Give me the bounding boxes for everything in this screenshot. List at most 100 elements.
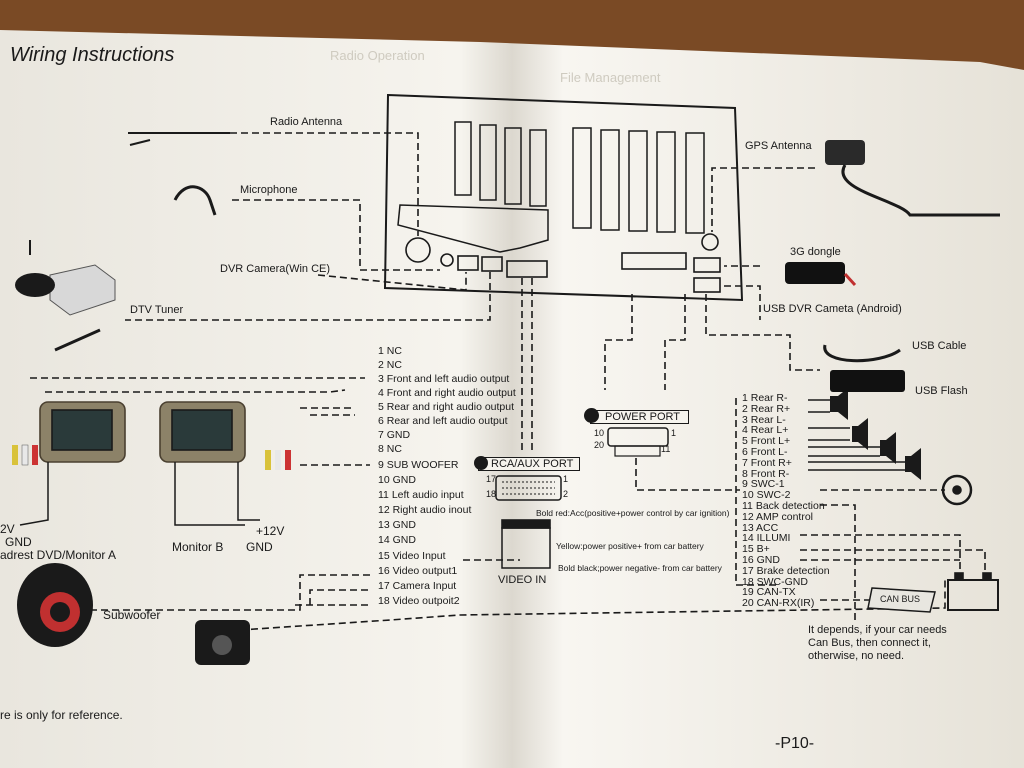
power-pin: 2 Rear R+ xyxy=(742,402,791,415)
power-pin: 14 ILLUMI xyxy=(742,532,791,545)
power-pin-10-label: 10 xyxy=(594,428,605,438)
rca-pin-17-label: 17 xyxy=(486,474,497,484)
gps-antenna-label: GPS Antenna xyxy=(745,140,812,152)
rca-pin: 4 Front and right audio output xyxy=(378,387,516,399)
dtv-tuner-icon xyxy=(49,264,116,316)
antenna-jack xyxy=(405,237,431,263)
power-pin: 20 CAN-RX(IR) xyxy=(742,597,815,610)
power-pin-11-label: 11 xyxy=(661,444,671,454)
footer-note: re is only for reference. xyxy=(0,708,123,722)
faint-heading: Radio Operation xyxy=(330,48,425,63)
head-unit-panel xyxy=(383,93,744,302)
rca-port-connector xyxy=(495,475,562,501)
power-note-1: Bold red:Acc(positive+power control by c… xyxy=(536,508,730,518)
usb-flash-icon xyxy=(830,370,905,392)
rca-pin: 2 NC xyxy=(378,359,402,371)
power-pin: 6 Front L- xyxy=(742,445,788,458)
power-pin: 19 CAN-TX xyxy=(742,586,796,599)
page-title: Wiring Instructions xyxy=(10,44,175,66)
connector-2 xyxy=(481,256,503,272)
rca-pin: 18 Video outpoit2 xyxy=(378,595,460,607)
power-pin: 7 Front R+ xyxy=(742,456,792,469)
usb-dvr-label: USB DVR Cameta (Android) xyxy=(763,303,902,315)
power-pin: 18 SWC-GND xyxy=(742,575,808,588)
usb-flash-label: USB Flash xyxy=(915,385,968,397)
power-pin: 3 Rear L- xyxy=(742,413,786,426)
radio-antenna-label: Radio Antenna xyxy=(270,116,343,128)
power-pin: 11 Back detection xyxy=(742,499,825,512)
rca-pin: 11 Left audio input xyxy=(378,489,464,501)
gps-antenna-icon xyxy=(825,140,865,165)
radio-antenna-cable xyxy=(128,132,230,146)
page-number: -P10- xyxy=(775,735,815,752)
rca-pin: 12 Right audio inout xyxy=(378,504,472,516)
power-note-3: Bold black;power negative- from car batt… xyxy=(558,563,722,573)
power-pin: 8 Front R- xyxy=(742,467,790,480)
rca-pin: 9 SUB WOOFER xyxy=(378,459,459,471)
mic-jack xyxy=(440,253,454,267)
microphone-label: Microphone xyxy=(240,184,298,196)
power-pin: 9 SWC-1 xyxy=(742,478,785,491)
rca-pin: 15 Video Input xyxy=(378,550,446,562)
power-note-2: Yellow:power positive+ from car battery xyxy=(556,541,704,551)
rca-pin: 8 NC xyxy=(378,443,402,455)
rca-pin-18-label: 18 xyxy=(486,489,497,499)
connector-1 xyxy=(457,255,479,271)
monitor-b-12v-label: +12V xyxy=(256,524,285,538)
power-pin: 15 B+ xyxy=(742,543,770,556)
power-pin: 16 GND xyxy=(742,553,780,566)
monitor-a-gnd-label: GND xyxy=(5,535,32,549)
usb-cable-icon xyxy=(823,344,901,363)
monitor-b-label: Monitor B xyxy=(172,540,224,554)
rca-pin-1-label: 1 xyxy=(563,474,569,484)
rca-port-dot xyxy=(474,456,488,470)
usb-cable-label: USB Cable xyxy=(912,340,967,352)
dongle-label: 3G dongle xyxy=(790,246,841,258)
power-port-dot xyxy=(584,408,599,423)
power-pin: 13 ACC xyxy=(742,521,779,534)
rca-plugs-a xyxy=(12,444,38,466)
rca-pin-2-label: 2 xyxy=(563,489,569,499)
power-pin-list: 1 Rear R- 2 Rear R+ 3 Rear L- 4 Rear L+ … xyxy=(742,393,830,609)
usb-port-1 xyxy=(693,257,721,273)
power-port-connector xyxy=(607,427,669,447)
rca-pin-list: 1 NC 2 NC 3 Front and left audio output … xyxy=(378,344,516,608)
power-pin: 10 SWC-2 xyxy=(742,489,791,502)
rca-pin: 16 Video output1 xyxy=(378,565,458,577)
monitor-b-gnd-label: GND xyxy=(246,540,273,554)
microphone-icon xyxy=(173,185,217,216)
faint-heading-2: File Management xyxy=(560,70,661,85)
can-bus-box xyxy=(867,587,936,613)
rca-pin: 6 Rear and left audio output xyxy=(378,415,508,427)
heatsink-fins xyxy=(454,121,705,234)
power-port-title: POWER PORT xyxy=(590,410,689,424)
usb-port-2 xyxy=(693,277,721,293)
dtv-tuner-label: DTV Tuner xyxy=(130,304,184,316)
speaker-icons xyxy=(830,388,921,480)
dvr-camera-label: DVR Camera(Win CE) xyxy=(220,263,331,275)
rca-pin: 7 GND xyxy=(378,429,411,441)
subwoofer-label: Subwoofer xyxy=(103,608,161,622)
power-pin: 17 Brake detection xyxy=(742,564,830,577)
rca-pin: 1 NC xyxy=(378,345,402,357)
can-bus-label: CAN BUS xyxy=(880,594,921,604)
rca-pin: 14 GND xyxy=(378,534,416,546)
steering-wheel-icon xyxy=(941,474,973,506)
can-note-3: otherwise, no need. xyxy=(808,650,905,662)
rca-pin: 13 GND xyxy=(378,519,416,531)
power-pin: 5 Front L+ xyxy=(742,435,791,448)
power-pin-1-label: 1 xyxy=(671,428,677,438)
gps-jack xyxy=(701,233,719,251)
power-pin: 1 Rear R- xyxy=(742,392,788,404)
headrest-monitor-a-label: adrest DVD/Monitor A xyxy=(0,548,117,562)
rca-pin: 10 GND xyxy=(378,474,416,486)
power-pin: 4 Rear L+ xyxy=(742,424,789,437)
can-note-1: It depends, if your car needs xyxy=(808,624,947,636)
rca-pin: 5 Rear and right audio output xyxy=(378,401,515,413)
power-pin-20-label: 20 xyxy=(594,440,605,450)
dongle-icon xyxy=(785,262,845,284)
rca-plugs-b xyxy=(265,450,291,470)
rca-pin: 3 Front and left audio output xyxy=(378,373,510,385)
